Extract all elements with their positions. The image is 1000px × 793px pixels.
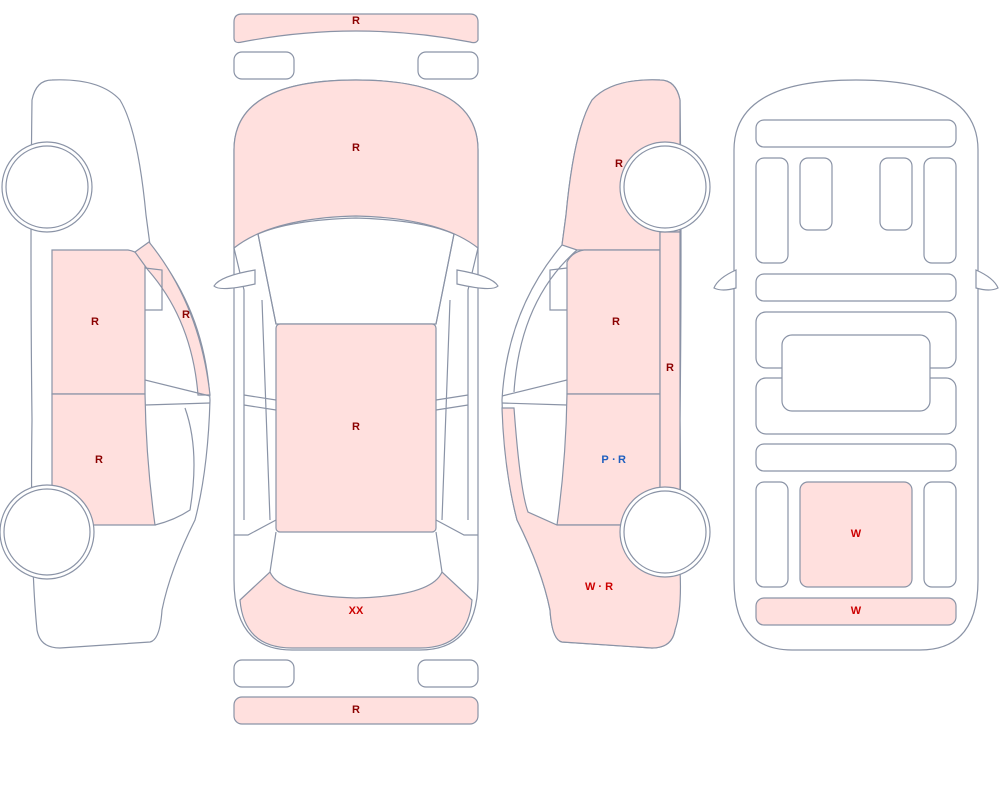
- right-rear-door-code-p: P: [601, 454, 608, 466]
- right-side-rails: [435, 299, 478, 536]
- underside-left-mirror: [713, 269, 737, 291]
- trunk-label: XX: [349, 605, 364, 617]
- underside-rear-crossmember: [755, 443, 957, 472]
- front-right-headlight: [417, 51, 479, 80]
- right-mirror-top: [456, 269, 499, 290]
- left-a-pillar-lines: [233, 233, 277, 520]
- rear-window-lines: [269, 531, 443, 573]
- rear-left-taillight: [233, 659, 295, 688]
- right-rear-door-code-r: R: [618, 454, 626, 466]
- underside-rear-bar-label: W: [851, 605, 862, 617]
- left-side-rails: [234, 299, 277, 536]
- right-front-fender-label: R: [615, 158, 623, 170]
- left-front-wheel-inner: [5, 145, 89, 229]
- front-bumper-panel[interactable]: [233, 13, 479, 44]
- rear-bumper-panel[interactable]: [233, 696, 479, 725]
- right-rear-quarter-label: W · R: [585, 581, 613, 593]
- right-rear-wheel-inner: [623, 490, 707, 574]
- underside-rear-bar[interactable]: [755, 597, 957, 626]
- right-a-pillar-lines: [435, 233, 479, 520]
- hood-panel[interactable]: [233, 79, 479, 250]
- left-rear-door-label: R: [95, 454, 103, 466]
- front-left-headlight: [233, 51, 295, 80]
- underside-right-front-rail: [923, 157, 957, 264]
- left-window-line-lower: [144, 402, 211, 406]
- left-side-view: R R R: [0, 79, 211, 649]
- left-a-pillar-label: R: [182, 309, 190, 321]
- underside-left-subframe: [799, 157, 833, 231]
- hood-label: R: [352, 142, 360, 154]
- left-window-line-upper: [144, 379, 211, 397]
- underside-right-mirror: [975, 269, 999, 291]
- right-window-line-upper: [501, 379, 568, 397]
- underside-front-crossmember: [755, 119, 957, 148]
- left-front-door-label: R: [91, 316, 99, 328]
- top-view: R R R XX R: [213, 13, 499, 725]
- right-front-window-curve: [513, 249, 578, 393]
- right-rear-door-code-separator: ·: [612, 454, 616, 466]
- underside-right-subframe: [879, 157, 913, 231]
- front-bumper-label: R: [352, 15, 360, 27]
- underside-rear-panel-label: W: [851, 528, 862, 540]
- left-rear-wheel-inner: [3, 488, 91, 576]
- rear-right-taillight: [417, 659, 479, 688]
- right-side-view: R R R P · R W · R: [501, 79, 711, 649]
- right-front-door-label: R: [612, 316, 620, 328]
- underside-view: W W: [713, 79, 999, 651]
- left-rear-window-curve: [154, 407, 195, 526]
- roof-label: R: [352, 421, 360, 433]
- underside-rear-panel[interactable]: [799, 481, 913, 588]
- left-mirror-shape: [144, 267, 163, 311]
- rear-bumper-label: R: [352, 704, 360, 716]
- right-front-wheel-inner: [623, 145, 707, 229]
- underside-right-rear-rail: [923, 481, 957, 588]
- underside-left-front-rail: [755, 157, 789, 264]
- right-rocker-label: R: [666, 362, 674, 374]
- left-mirror-top: [213, 269, 256, 290]
- left-a-pillar-panel[interactable]: [134, 241, 211, 396]
- windshield-lower-edge: [257, 217, 455, 325]
- underside-left-rear-rail: [755, 481, 789, 588]
- right-window-line-lower: [501, 402, 568, 406]
- trunk-panel[interactable]: [239, 570, 473, 649]
- right-rear-quarter-panel[interactable]: [501, 407, 682, 649]
- underside-center-tunnel: [781, 334, 931, 412]
- underside-firewall-member: [755, 273, 957, 302]
- roof-panel[interactable]: [275, 323, 437, 533]
